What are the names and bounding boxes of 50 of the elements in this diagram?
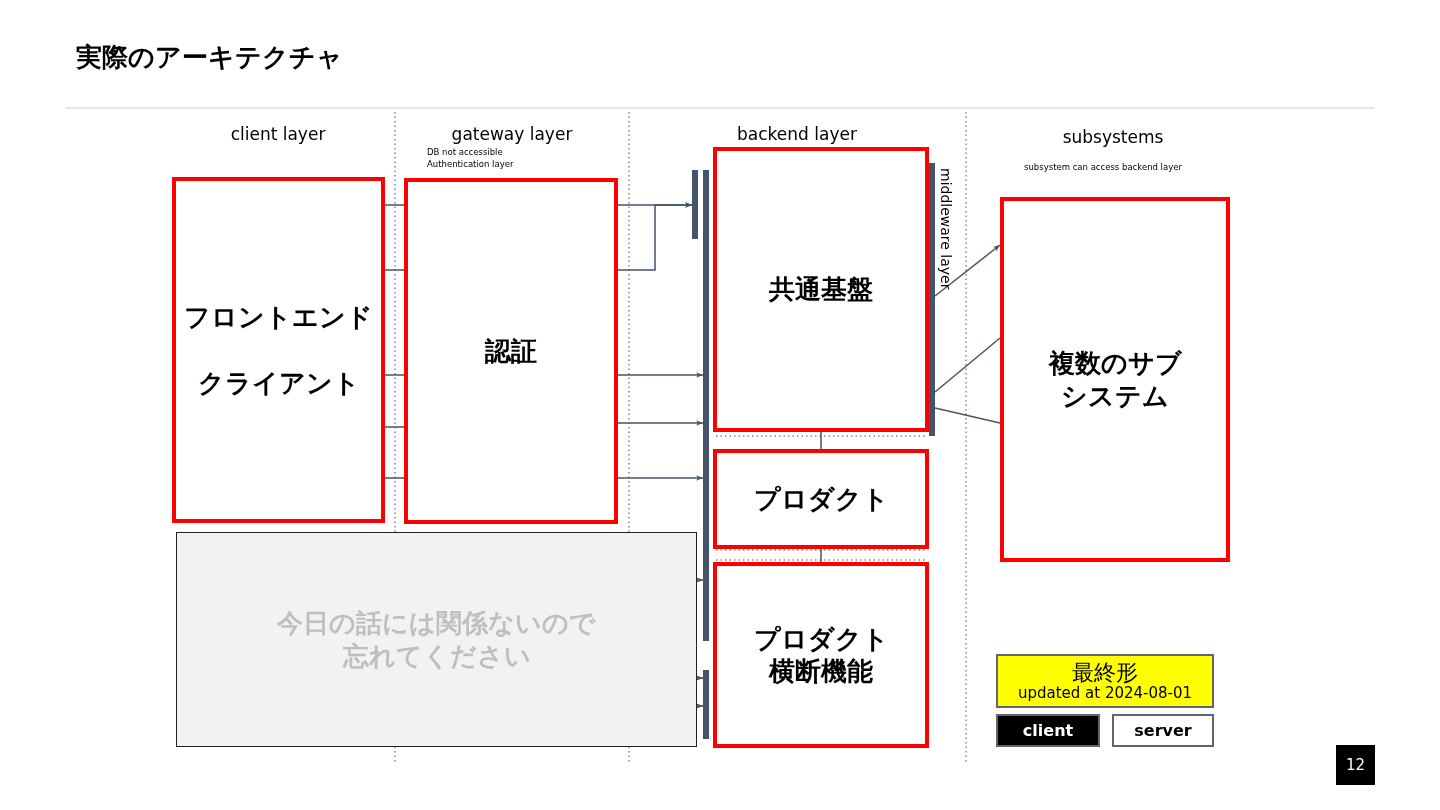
connector-line: [384, 269, 405, 271]
legend-label: server: [1134, 721, 1192, 740]
connector-line: [384, 204, 405, 206]
status-title: 最終形: [1072, 659, 1138, 685]
middleware-bar: [929, 163, 935, 436]
page-number: 12: [1336, 745, 1375, 785]
column-heading: subsystems: [1062, 127, 1164, 147]
arrow: [696, 703, 704, 709]
connector-line: [820, 431, 822, 450]
connector-line: [384, 374, 405, 376]
connector-line: [820, 548, 822, 563]
column-heading: gateway layer: [451, 124, 573, 144]
backend-bar: [703, 170, 709, 641]
layer-label: middleware layer: [938, 168, 954, 290]
column-heading: backend layer: [737, 124, 857, 144]
frontend-box: [172, 177, 385, 523]
arrow: [617, 372, 704, 378]
update-date: updated at 2024-08-01: [1017, 685, 1193, 703]
node-text: プロダクト: [753, 482, 889, 516]
node-text: プロダクト横断機能: [752, 622, 890, 688]
note-text: Authentication layer: [427, 159, 514, 169]
column-heading: client layer: [230, 124, 326, 144]
node-text: 共通基盤: [769, 273, 873, 306]
arrow: [617, 420, 704, 426]
platform-box: [713, 147, 929, 432]
arrow: [696, 577, 704, 583]
status-box: [996, 654, 1214, 708]
product-box: [713, 449, 929, 549]
arrow: [696, 675, 704, 681]
out-of-scope-box: [176, 532, 697, 747]
subsystem-box: [1000, 197, 1230, 562]
arrow: [617, 475, 704, 481]
arrow: [934, 244, 1001, 297]
node-text: フロントエンド: [184, 300, 373, 333]
legend-label: client: [1022, 721, 1074, 740]
node-text: クライアント: [197, 367, 360, 400]
arrow: [617, 202, 693, 271]
bar: [703, 670, 709, 739]
slide-title: 実際のアーキテクチャ: [76, 41, 343, 74]
node-text: 複数のサブシステム: [1047, 347, 1183, 412]
gateway-bar: [692, 170, 698, 239]
note-text: DB not accessible: [427, 147, 503, 157]
connector-line: [934, 407, 1001, 424]
cross-product-box: [713, 562, 929, 748]
node-text: 認証: [485, 334, 537, 368]
connector-line: [384, 426, 405, 428]
connector-line: [384, 477, 405, 479]
connector-line: [934, 337, 1001, 393]
auth-box: [404, 178, 618, 524]
note-text: subsystem can access backend layer: [1024, 162, 1182, 172]
